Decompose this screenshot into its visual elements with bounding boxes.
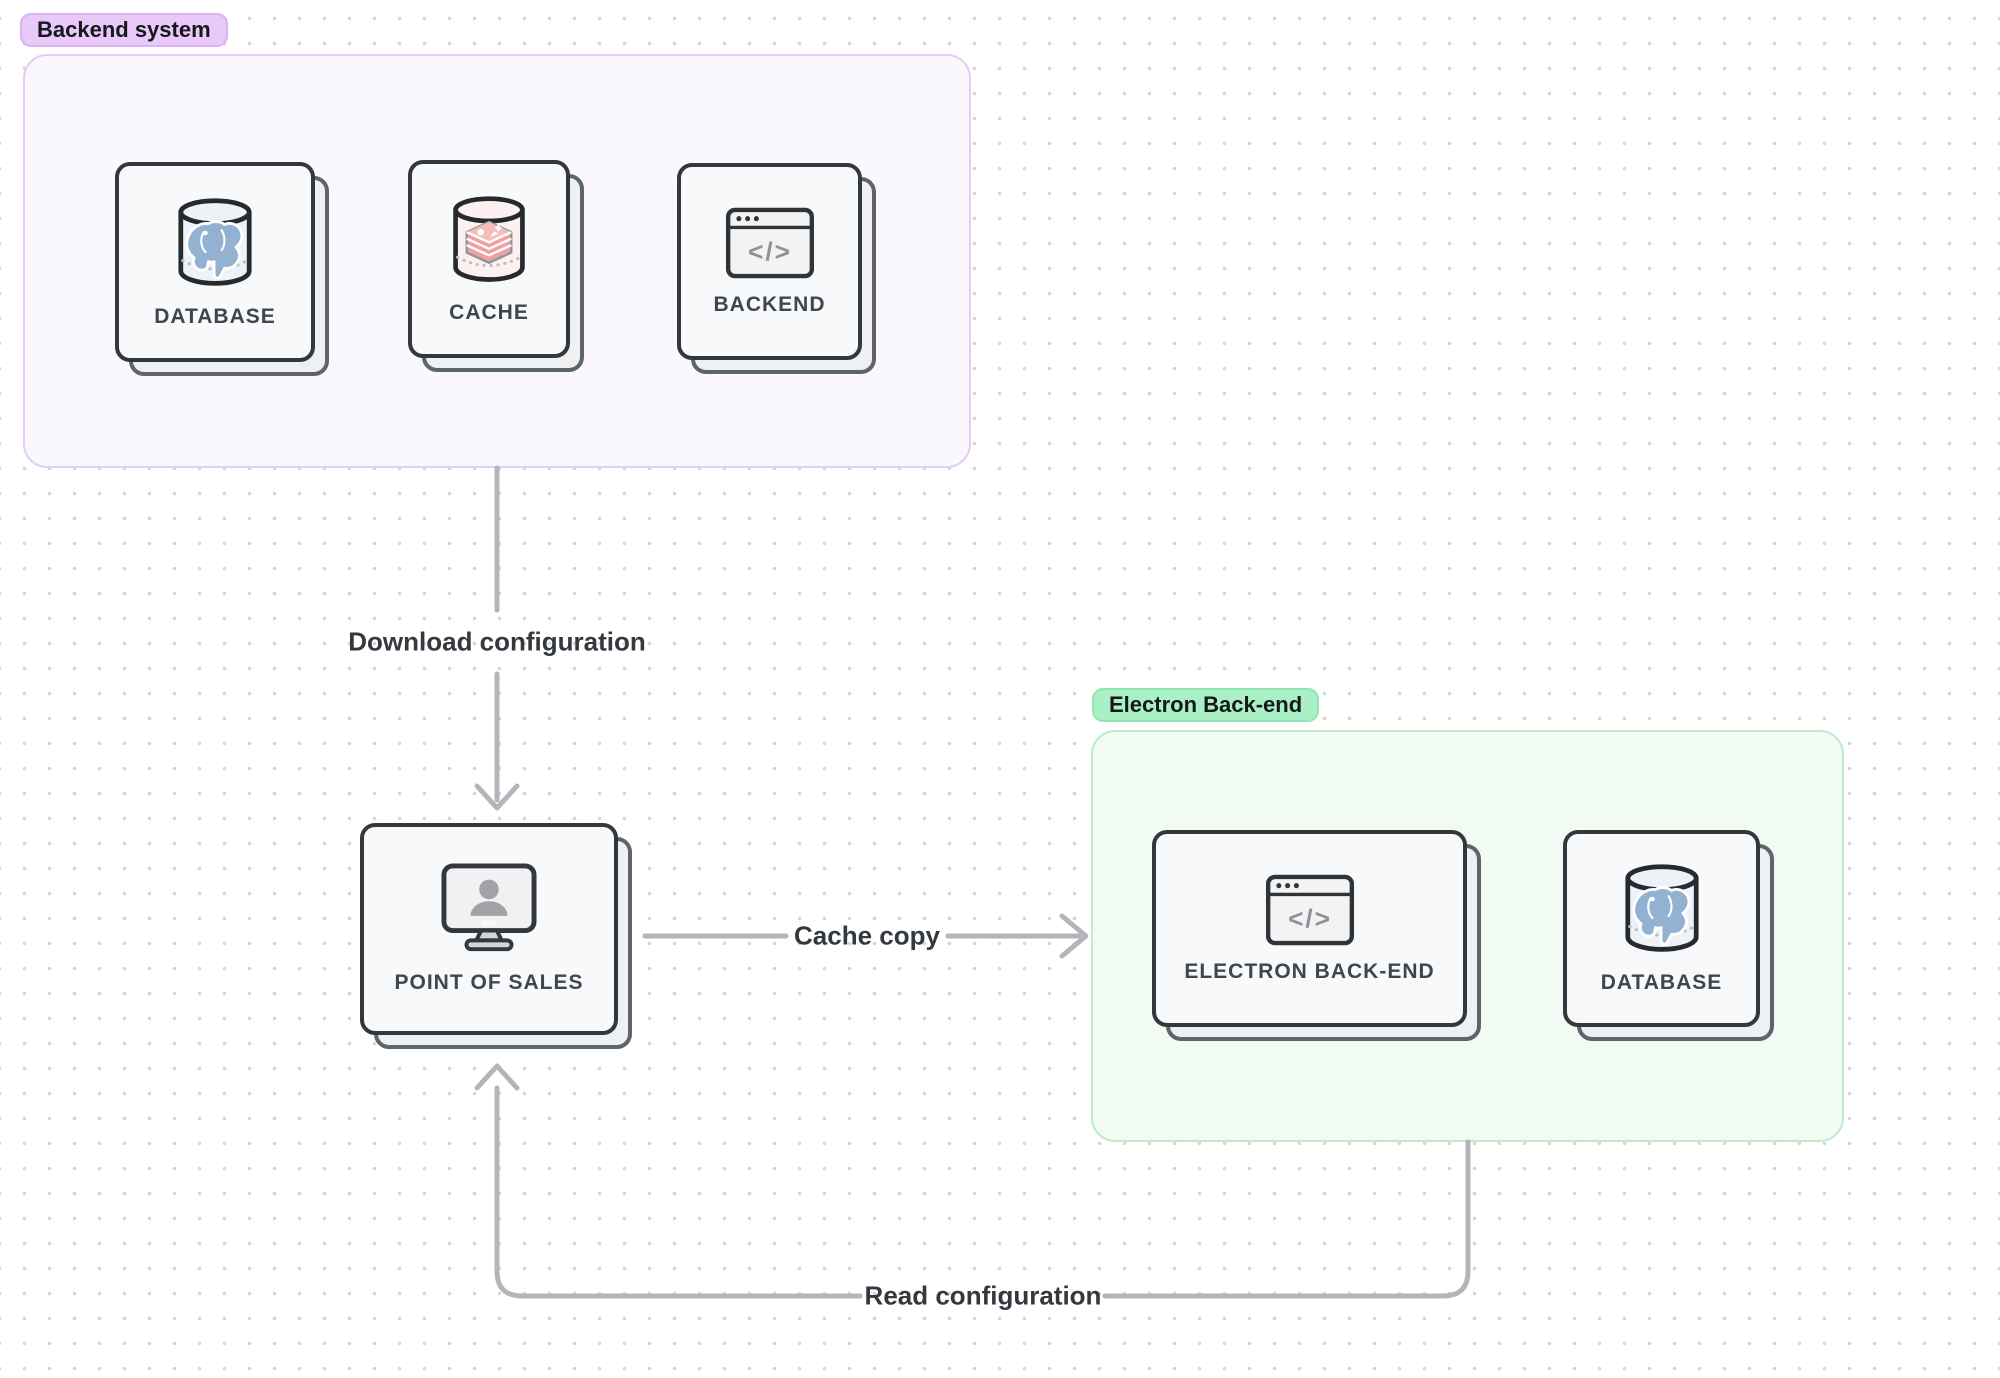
- redis-cache-icon: [450, 194, 528, 287]
- group-badge-backend-system[interactable]: Backend system: [20, 13, 228, 47]
- node-label: ELECTRON BACK-END: [1184, 959, 1435, 983]
- postgres-database-icon: [175, 196, 255, 291]
- node-database-2[interactable]: DATABASE: [1563, 830, 1774, 1041]
- postgres-database-icon: [1622, 862, 1702, 957]
- edge-label-download-configuration[interactable]: Download configuration: [348, 626, 646, 657]
- code-window-icon: [1265, 874, 1355, 946]
- edge-label-cache-copy[interactable]: Cache copy: [794, 920, 940, 951]
- node-database-1[interactable]: DATABASE: [115, 162, 329, 376]
- node-point-of-sales[interactable]: POINT OF SALES: [360, 823, 632, 1049]
- monitor-user-icon: [438, 863, 540, 957]
- edge-label-read-configuration[interactable]: Read configuration: [864, 1280, 1102, 1311]
- group-badge-electron-back-end[interactable]: Electron Back-end: [1092, 688, 1320, 722]
- node-cache[interactable]: CACHE: [408, 160, 584, 372]
- node-label: DATABASE: [1600, 971, 1723, 994]
- group-badge-label: Backend system: [37, 17, 211, 42]
- group-badge-label: Electron Back-end: [1109, 692, 1303, 717]
- node-label: DATABASE: [154, 304, 276, 328]
- node-backend[interactable]: BACKEND: [677, 163, 876, 374]
- node-label: BACKEND: [713, 292, 826, 316]
- node-label: POINT OF SALES: [394, 971, 584, 994]
- node-electron-back-end[interactable]: ELECTRON BACK-END: [1152, 830, 1481, 1041]
- code-window-icon: [725, 207, 815, 279]
- node-label: CACHE: [449, 300, 529, 324]
